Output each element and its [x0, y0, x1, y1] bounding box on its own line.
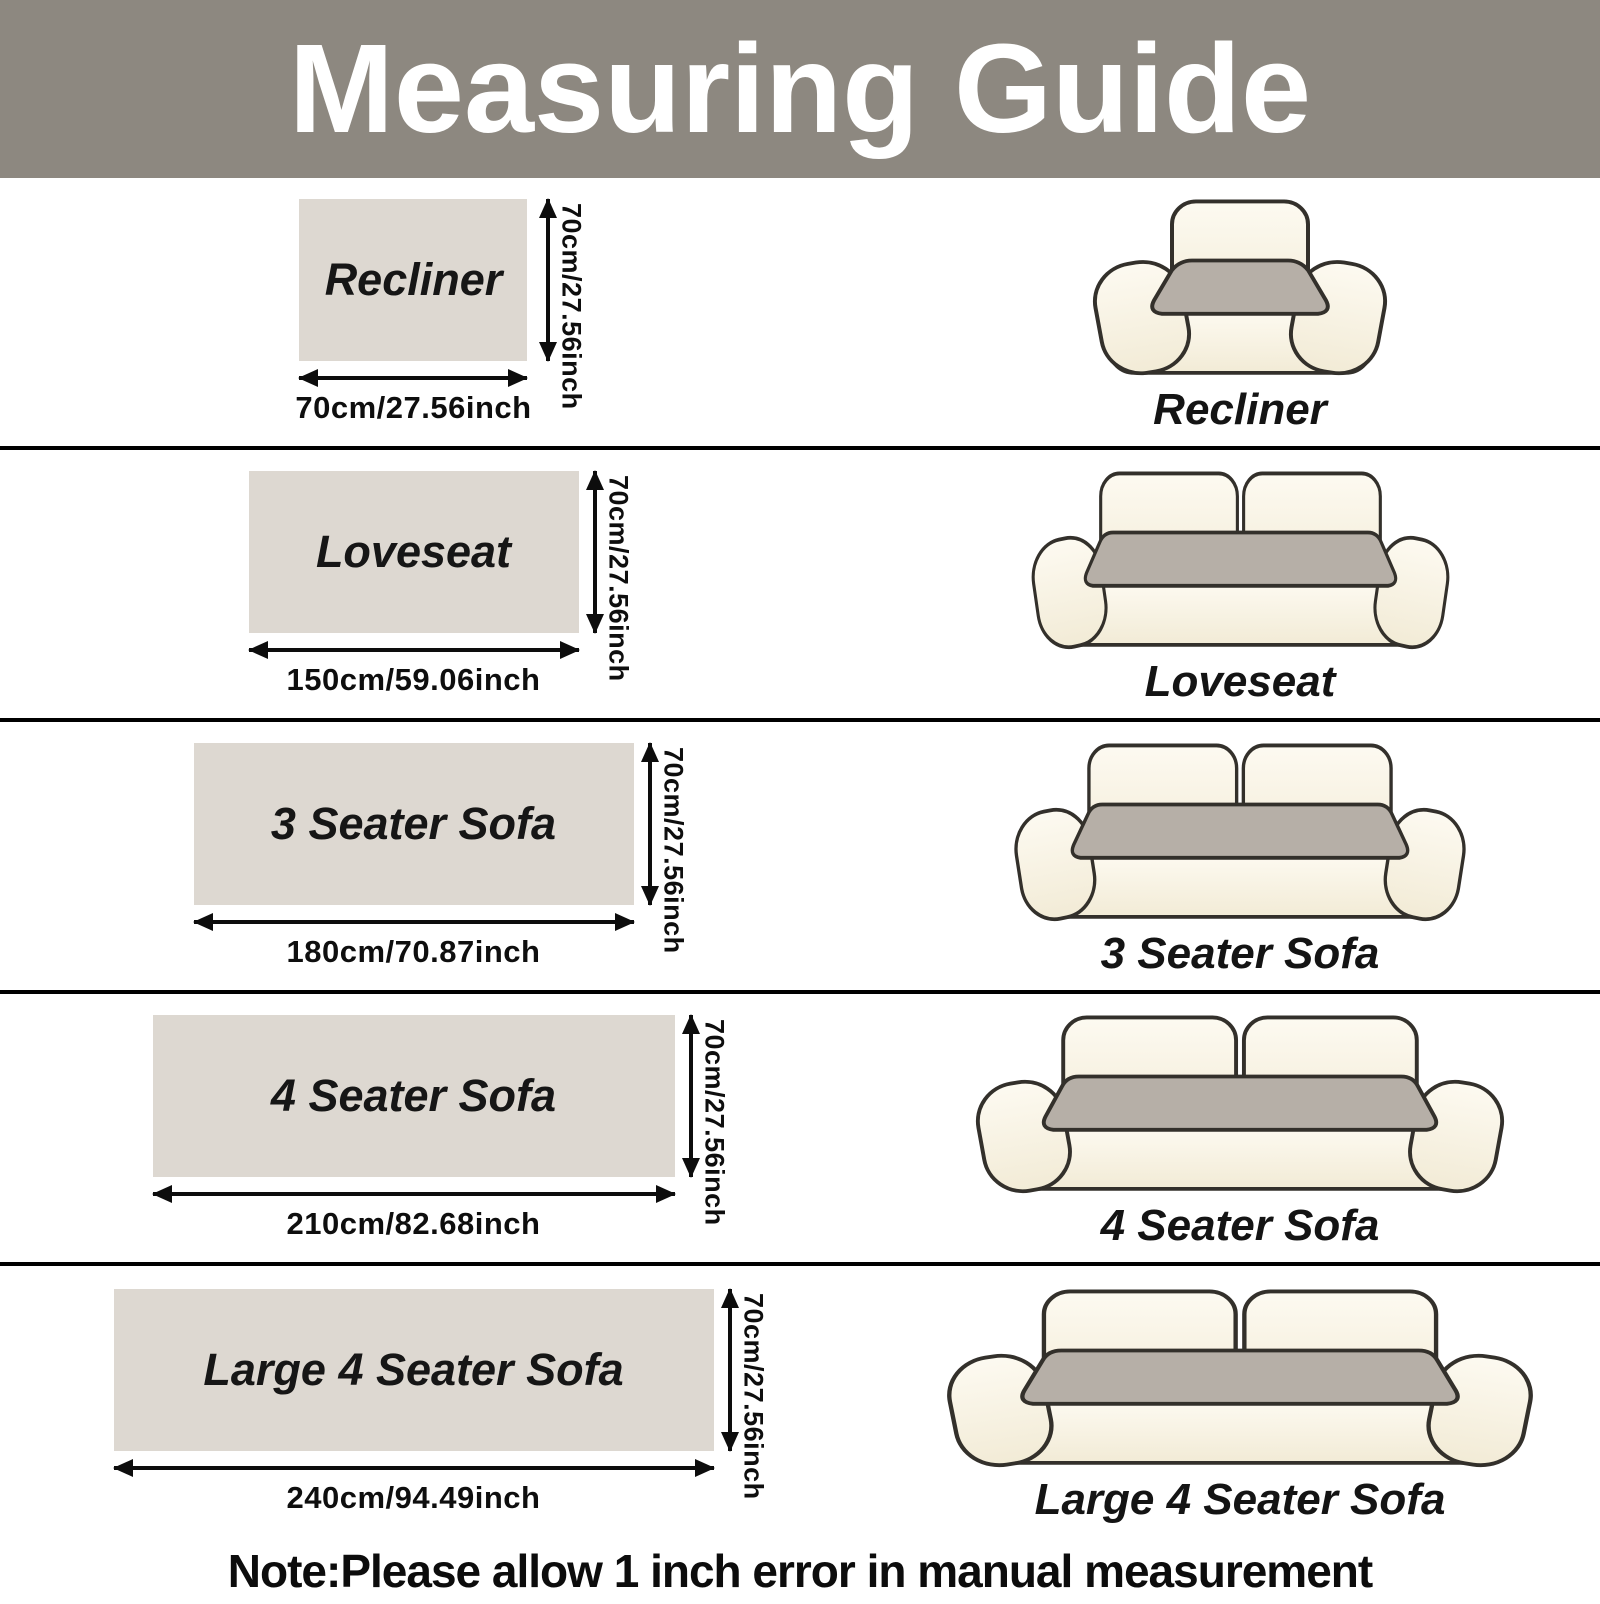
diagram-panel: Recliner 70cm/27.56inch 70cm/27.56inch — [0, 197, 880, 426]
width-dimension: 240cm/94.49inch — [286, 1479, 541, 1515]
sofa-panel: Loveseat — [880, 462, 1600, 706]
measurement-diagram: Loveseat 150cm/59.06inch 70cm/27.56inch — [247, 469, 634, 698]
width-arrow — [151, 1184, 676, 1203]
height-dimension: 70cm/27.56inch — [556, 202, 587, 410]
size-rect-label: Loveseat — [315, 525, 512, 577]
measurement-diagram: Recliner 70cm/27.56inch 70cm/27.56inch — [295, 197, 587, 426]
sofa-panel: Large 4 Seater Sofa — [880, 1280, 1600, 1524]
measurement-diagram: Large 4 Seater Sofa 240cm/94.49inch 70cm… — [112, 1287, 769, 1516]
sofa-panel: Recliner — [880, 190, 1600, 434]
diagram-panel: Large 4 Seater Sofa 240cm/94.49inch 70cm… — [0, 1287, 880, 1516]
height-arrow — [681, 1013, 700, 1178]
sofa-label: 4 Seater Sofa — [1100, 1200, 1380, 1250]
sofa-label: Recliner — [1153, 384, 1327, 434]
size-rectangle: Recliner — [299, 198, 528, 361]
diagram-panel: 4 Seater Sofa 210cm/82.68inch 70cm/27.56… — [0, 1013, 880, 1242]
size-rect-label: Large 4 Seater Sofa — [203, 1343, 624, 1395]
width-dimension: 180cm/70.87inch — [286, 933, 541, 969]
large-four-seater-illustration — [947, 1289, 1533, 1467]
diagram-panel: Loveseat 150cm/59.06inch 70cm/27.56inch — [0, 469, 880, 698]
sofa-label: 3 Seater Sofa — [1100, 928, 1380, 978]
sofa-label: Loveseat — [1144, 656, 1336, 706]
loveseat-illustration — [1031, 471, 1449, 649]
row-3-seater: 3 Seater Sofa 180cm/70.87inch 70cm/27.56… — [0, 722, 1600, 994]
size-rectangle: Loveseat — [248, 470, 579, 633]
recliner-illustration — [1092, 199, 1388, 375]
sofa-panel: 3 Seater Sofa — [880, 734, 1600, 978]
height-dimension: 70cm/27.56inch — [699, 1018, 730, 1226]
width-dimension: 210cm/82.68inch — [286, 1205, 541, 1241]
height-arrow — [538, 197, 557, 362]
width-arrow — [192, 912, 635, 931]
row-recliner: Recliner 70cm/27.56inch 70cm/27.56inch R… — [0, 178, 1600, 450]
size-rectangle: 4 Seater Sofa — [152, 1014, 675, 1177]
row-loveseat: Loveseat 150cm/59.06inch 70cm/27.56inch … — [0, 450, 1600, 722]
size-rect-label: Recliner — [324, 253, 503, 305]
sofa-label: Large 4 Seater Sofa — [1034, 1474, 1446, 1524]
size-rect-label: 4 Seater Sofa — [270, 1069, 557, 1121]
width-dimension: 150cm/59.06inch — [286, 661, 541, 697]
height-arrow — [640, 741, 659, 906]
sofa-panel: 4 Seater Sofa — [880, 1006, 1600, 1250]
measurement-diagram: 3 Seater Sofa 180cm/70.87inch 70cm/27.56… — [192, 741, 689, 970]
height-dimension: 70cm/27.56inch — [658, 746, 689, 954]
row-4-seater: 4 Seater Sofa 210cm/82.68inch 70cm/27.56… — [0, 994, 1600, 1266]
width-dimension: 70cm/27.56inch — [295, 389, 532, 425]
height-dimension: 70cm/27.56inch — [603, 474, 634, 682]
height-arrow — [585, 469, 604, 634]
measurement-diagram: 4 Seater Sofa 210cm/82.68inch 70cm/27.56… — [151, 1013, 730, 1242]
size-rectangle: Large 4 Seater Sofa — [113, 1288, 714, 1451]
row-large-4-seater: Large 4 Seater Sofa 240cm/94.49inch 70cm… — [0, 1266, 1600, 1538]
four-seater-illustration — [975, 1015, 1505, 1193]
width-arrow — [247, 640, 580, 659]
height-arrow — [720, 1287, 739, 1452]
width-arrow — [298, 368, 529, 387]
height-dimension: 70cm/27.56inch — [738, 1292, 769, 1500]
size-rect-label: 3 Seater Sofa — [270, 797, 557, 849]
size-rectangle: 3 Seater Sofa — [193, 742, 634, 905]
width-arrow — [112, 1458, 715, 1477]
three-seater-illustration — [1014, 743, 1466, 921]
page-title: Measuring Guide — [288, 18, 1312, 159]
header-banner: Measuring Guide — [0, 0, 1600, 178]
measurement-note: Note:Please allow 1 inch error in manual… — [227, 1545, 1373, 1597]
diagram-panel: 3 Seater Sofa 180cm/70.87inch 70cm/27.56… — [0, 741, 880, 970]
